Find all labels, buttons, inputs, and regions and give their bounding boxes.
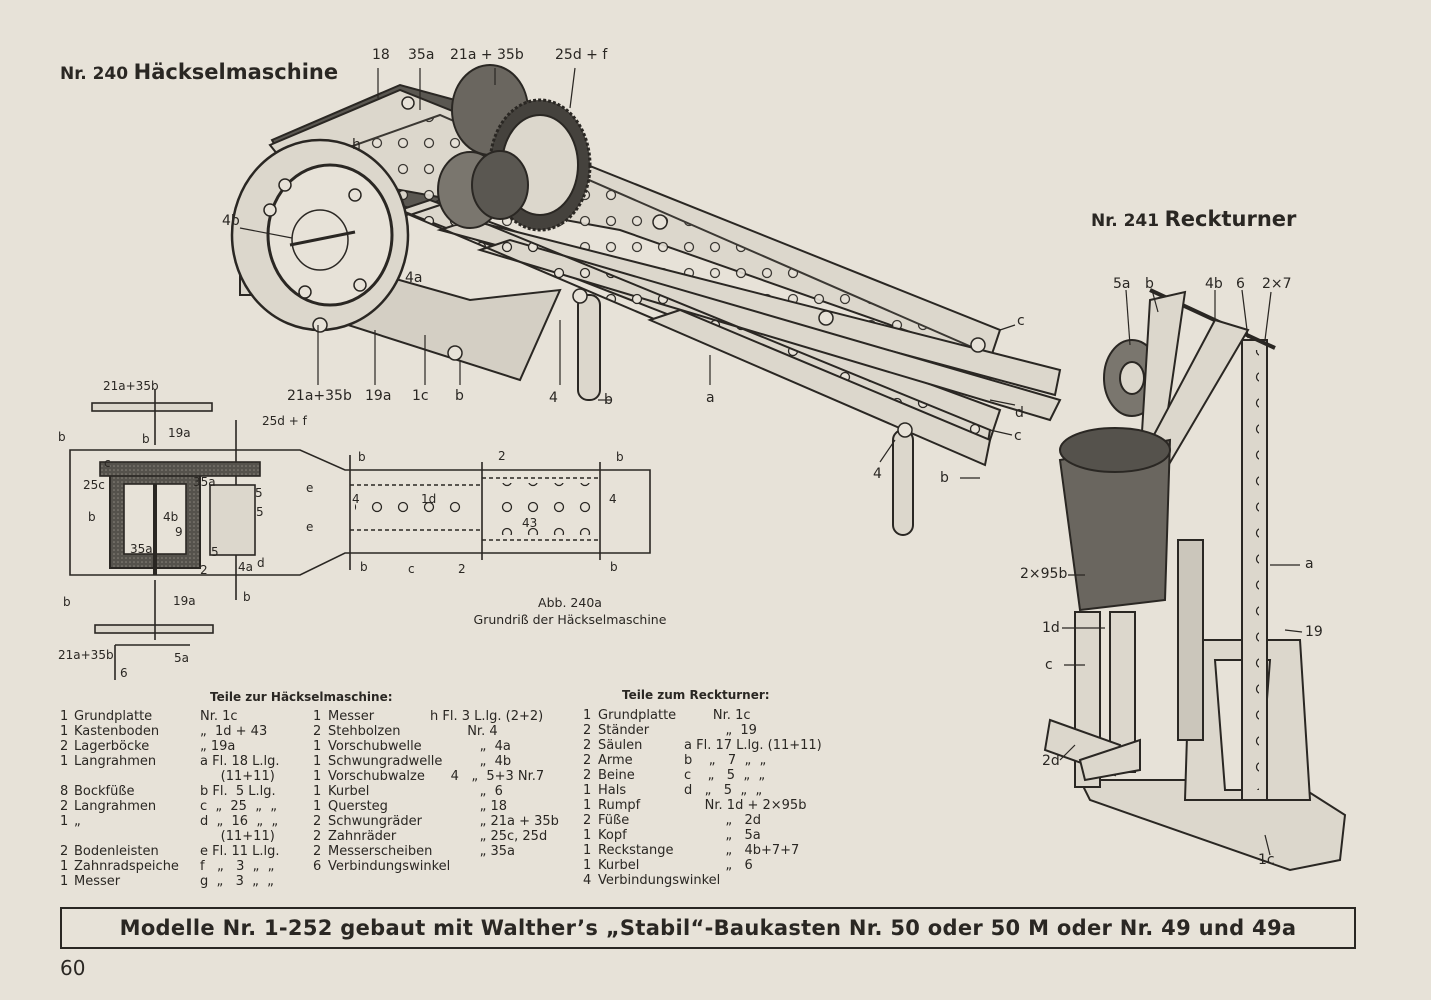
plan-label-b-r1: b [616,450,624,464]
label-21a35b-bottom: 21a+35b [287,388,352,404]
plan-label-43: 43 [522,516,538,530]
label-r-b: b [1145,276,1154,292]
label-r-2x7: 2×7 [1262,276,1292,292]
plan-label-b-ll: b [63,595,71,609]
plan-label-5a: 5a [174,651,189,665]
plan-label-21a35b-top: 21a+35b [103,379,159,393]
model-241-number: Nr. 241 [1091,211,1160,231]
plan-label-19a-top: 19a [168,426,191,440]
parts-240-col2-qty: 1 2 1 1 1 1 1 2 2 2 6 [313,709,322,874]
plan-label-5-2: 5 [256,505,264,519]
label-b-3: b [940,470,949,486]
plan-label-21a35b-bottom: 21a+35b [58,648,114,662]
label-18: 18 [372,47,390,63]
label-b-1: b [455,388,464,404]
plan-label-2-b: 2 [458,562,466,576]
label-r-2d: 2d [1042,753,1060,769]
plan-label-e-2: e [306,520,314,534]
plan-label-4a: 4a [238,560,253,574]
plan-label-b-bl: b [142,432,150,446]
plan-label-d: d [257,556,265,570]
plan-label-35a-1: 35a [193,475,216,489]
parts-240-col2-spec: h Fl. 3 L.lg. (2+2) Nr. 4 „ 4a „ 4b 4 „ … [430,709,559,859]
plan-caption: Abb. 240a Grundriß der Häckselmaschine [440,594,700,628]
footer-banner: Modelle Nr. 1-252 gebaut mit Walther’s „… [60,907,1356,949]
label-4a: 4a [405,270,423,286]
plan-label-c: c [104,456,111,470]
page-number: 60 [60,956,86,980]
label-d: d [1015,405,1024,421]
plan-label-b-m1: b [358,450,366,464]
model-240-title: Nr. 240 Häckselmaschine [60,60,338,84]
plan-label-c-b: c [408,562,415,576]
label-h: h [352,137,361,153]
label-r-5a: 5a [1113,276,1131,292]
plan-label-b-r2: b [610,560,618,574]
plan-label-25c: 25c [83,478,105,492]
plan-label-4b: 4b [163,510,179,524]
plan-label-e-1: e [306,481,314,495]
plan-caption-title: Abb. 240a [538,595,602,610]
footer-text: Modelle Nr. 1-252 gebaut mit Walther’s „… [119,916,1297,940]
parts-240-heading: Teile zur Häckselmaschine: [210,690,393,704]
plan-label-1d: 1d [421,492,437,506]
model-241-title: Nr. 241 Reckturner [1091,207,1296,231]
plan-label-2-t: 2 [498,449,506,463]
label-4-2: 4 [873,466,882,482]
label-19a: 19a [365,388,392,404]
plan-label-b-b2: b [243,590,251,604]
plan-label-5-3: 5 [211,545,219,559]
label-4-1: 4 [549,390,558,406]
label-r-c: c [1045,657,1053,673]
plan-label-35a-2: 35a [130,542,153,556]
model-241-name: Reckturner [1164,207,1297,231]
parts-241-name: Grundplatte Ständer Säulen Arme Beine Ha… [598,708,721,888]
label-r-1d: 1d [1042,620,1060,636]
parts-240-col1-spec: Nr. 1c „ 1d + 43 „ 19a a Fl. 18 L.lg. (1… [200,709,280,889]
plan-label-25df: 25d + f [262,414,307,428]
label-r-2x95b: 2×95b [1020,566,1068,582]
label-r-6: 6 [1236,276,1245,292]
label-35a: 35a [408,47,435,63]
model-240-name: Häckselmaschine [133,60,339,84]
model-240-number: Nr. 240 [60,64,129,84]
plan-label-4-r: 4 [609,492,617,506]
parts-241-heading: Teile zum Reckturner: [622,688,770,702]
parts-240-col1-qty: 1 1 2 1 8 2 1 2 1 1 [60,709,69,889]
label-b-2: b [604,392,613,408]
label-25df: 25d + f [555,47,608,63]
plan-label-b-m2: b [360,560,368,574]
label-4b: 4b [222,213,240,229]
plan-label-2-l: 2 [200,563,208,577]
plan-label-b-tl: b [58,430,66,444]
label-c-1: c [1017,313,1025,329]
plan-label-b-l: b [88,510,96,524]
plan-label-4-m: 4 [352,492,360,506]
label-r-a: a [1305,556,1314,572]
label-c-2: c [1014,428,1022,444]
label-1c: 1c [412,388,429,404]
label-r-4b: 4b [1205,276,1223,292]
parts-241-spec: Nr. 1c „ 19 a Fl. 17 L.lg. (11+11) b „ 7… [684,708,822,873]
plan-label-9: 9 [175,525,183,539]
parts-240-col2-name: Messer Stehbolzen Vorschubwelle Schwungr… [328,709,451,874]
label-r-1c: 1c [1258,852,1275,868]
plan-label-6: 6 [120,666,128,680]
parts-241-qty: 1 2 2 2 2 1 1 2 1 1 1 4 [583,708,592,888]
label-a: a [706,390,715,406]
plan-label-5-1: 5 [255,486,263,500]
label-r-19: 19 [1305,624,1323,640]
plan-caption-subtitle: Grundriß der Häckselmaschine [473,612,667,627]
plan-label-19a-bottom: 19a [173,594,196,608]
label-21a35b-top: 21a + 35b [450,47,524,63]
parts-240-col1-name: Grundplatte Kastenboden Lagerböcke Langr… [74,709,179,889]
